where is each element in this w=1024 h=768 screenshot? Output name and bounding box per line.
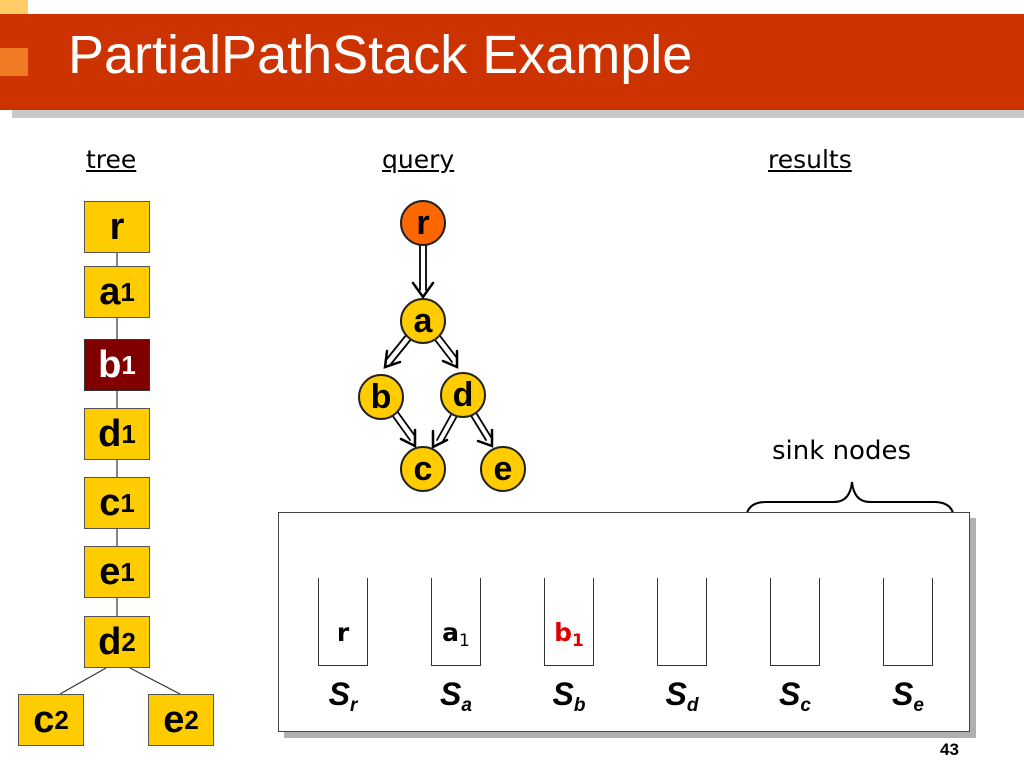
stack-d — [657, 578, 707, 666]
tree-edges — [59, 253, 181, 695]
stack-label-b: Sb — [552, 676, 586, 716]
stack-label-c: Sc — [779, 676, 811, 716]
sink-nodes-brace — [745, 481, 955, 521]
stack-r — [318, 578, 368, 666]
stack-item-a1: a1 — [442, 618, 470, 651]
title-bar-shadow — [12, 110, 1024, 118]
heading-query: query — [382, 145, 455, 174]
query-node-a: a — [400, 298, 446, 344]
stack-item-b1: b1 — [554, 618, 584, 651]
query-node-e: e — [480, 446, 526, 492]
stack-e — [883, 578, 933, 666]
stack-b — [544, 578, 594, 666]
query-node-c: c — [400, 446, 446, 492]
results-panel — [278, 512, 970, 732]
stack-label-a: Sa — [440, 676, 472, 716]
stack-a — [431, 578, 481, 666]
heading-tree: tree — [86, 145, 137, 174]
heading-results: results — [768, 145, 852, 174]
tree-node-r: r — [84, 201, 150, 253]
accent-square-inner — [0, 48, 28, 76]
query-node-d: d — [440, 372, 486, 418]
query-edges — [383, 244, 494, 450]
sink-nodes-label: sink nodes — [772, 436, 912, 466]
stack-label-r: Sr — [328, 676, 358, 716]
title-bar — [0, 14, 1024, 110]
query-node-r: r — [400, 200, 446, 246]
stack-label-e: Se — [892, 676, 924, 716]
page-number: 43 — [940, 740, 959, 759]
slide-title: PartialPathStack Example — [68, 25, 693, 85]
query-node-b: b — [358, 374, 404, 420]
stack-label-d: Sd — [665, 676, 699, 716]
stack-c — [770, 578, 820, 666]
stack-item-r: r — [336, 618, 350, 647]
